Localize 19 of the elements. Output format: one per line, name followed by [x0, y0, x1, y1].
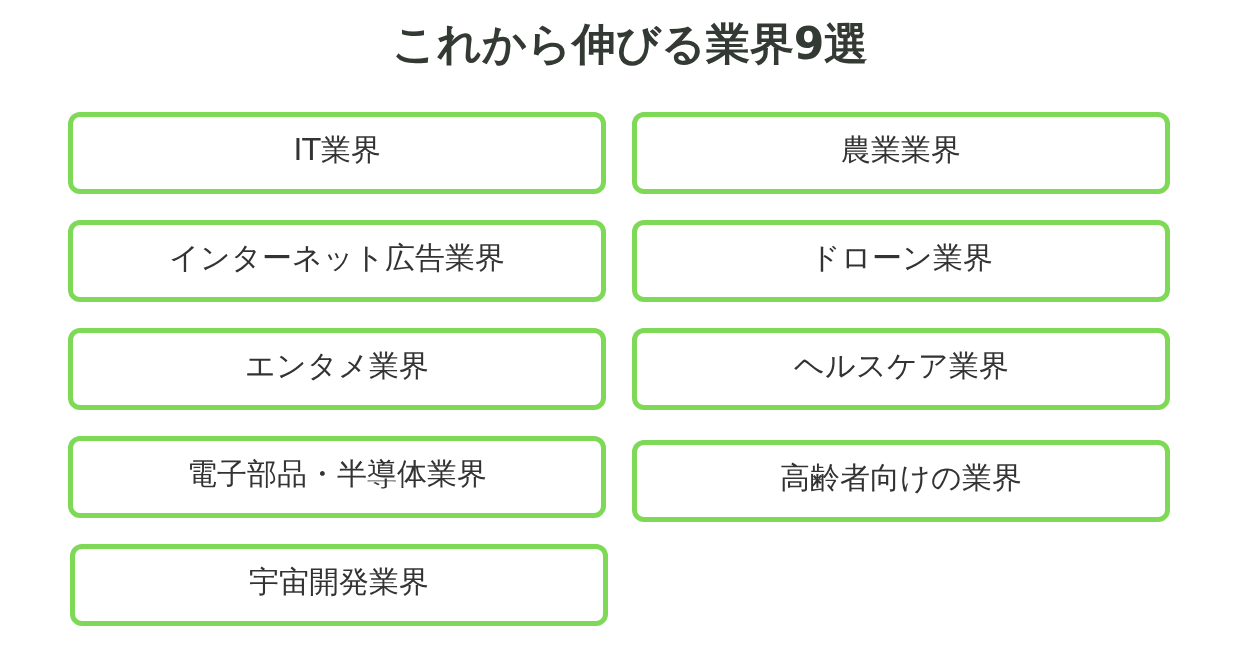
category-label: インターネット広告業界 [169, 239, 505, 277]
category-box [632, 440, 1170, 522]
category-box [68, 220, 606, 302]
category-label: IT業界 [293, 131, 381, 169]
category-box [632, 112, 1170, 194]
category-box [632, 328, 1170, 410]
category-box [632, 220, 1170, 302]
category-label: ヘルスケア業界 [793, 347, 1009, 385]
category-label: エンタメ業界 [245, 347, 429, 385]
category-box [68, 112, 606, 194]
category-box [70, 544, 608, 626]
category-label: ドローン業界 [809, 239, 993, 277]
category-label: 高齢者向けの業界 [780, 459, 1022, 497]
page-title: これから伸びる業界9選 [390, 17, 870, 71]
category-box [68, 436, 606, 518]
category-label: 電子部品・半導体業界 [187, 455, 487, 493]
category-label: 宇宙開発業界 [249, 563, 429, 601]
category-label: 農業業界 [841, 131, 961, 169]
category-box [68, 328, 606, 410]
